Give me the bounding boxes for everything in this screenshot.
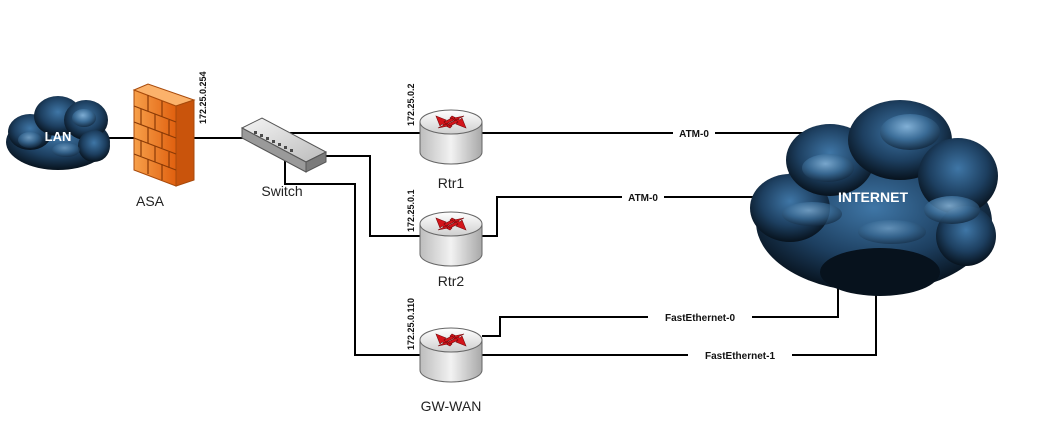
internet-label: INTERNET	[838, 189, 908, 205]
lan-cloud-icon	[6, 96, 110, 170]
gw-fe1-label: FastEthernet-1	[705, 351, 775, 362]
firewall-icon	[132, 83, 196, 187]
rtr2-ip-label: 172.25.0.1	[406, 189, 416, 232]
connections	[108, 132, 877, 356]
rtr1-atm-label: ATM-0	[679, 129, 709, 140]
rtr2-internet-link	[482, 196, 760, 237]
rtr1-ip-label: 172.25.0.2	[406, 83, 416, 126]
rtr2-label: Rtr2	[438, 273, 465, 289]
lan-label: LAN	[45, 129, 72, 144]
switch-icon	[240, 117, 328, 173]
gw-fe1-link	[482, 282, 877, 356]
rtr2-atm-label: ATM-0	[628, 193, 658, 204]
gw-fe0-label: FastEthernet-0	[665, 313, 735, 324]
gwwan-ip-label: 172.25.0.110	[406, 298, 416, 350]
switch-label: Switch	[261, 183, 302, 199]
switch-rtr2-link	[318, 155, 420, 237]
router-rtr2-icon	[419, 211, 483, 267]
router-rtr1-icon	[419, 109, 483, 165]
gwwan-label: GW-WAN	[421, 398, 482, 414]
asa-ip-label: 172.25.0.254	[198, 71, 208, 124]
router-gwwan-icon	[419, 327, 483, 383]
asa-label: ASA	[136, 193, 165, 209]
rtr1-label: Rtr1	[438, 175, 465, 191]
switch-gwwan-link	[284, 160, 420, 356]
internet-cloud-icon	[750, 100, 998, 296]
gw-fe0-link	[482, 286, 839, 337]
